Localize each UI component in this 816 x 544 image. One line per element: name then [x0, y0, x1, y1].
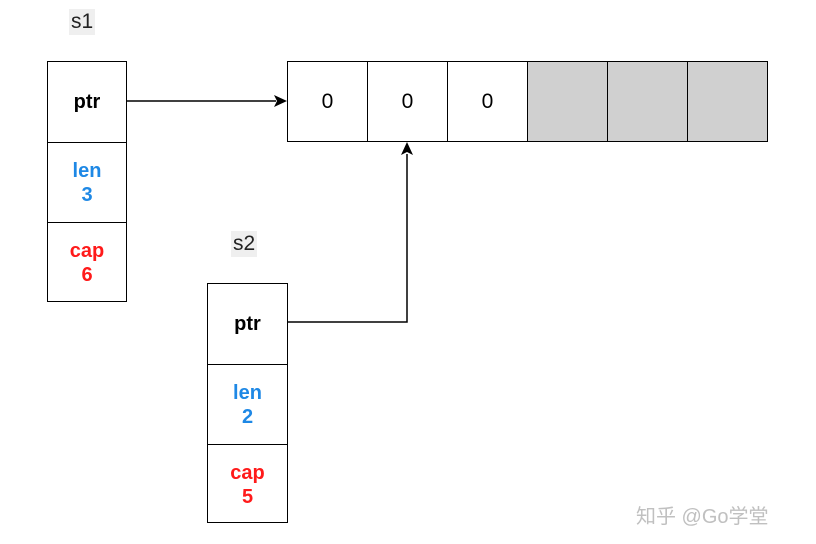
- array-cell-2: 0: [448, 62, 528, 141]
- array-cell-4: [608, 62, 688, 141]
- s1-ptr-label: ptr: [73, 91, 101, 113]
- s1-ptr-arrow: [127, 95, 287, 107]
- s1-ptr-cell: ptr: [48, 62, 126, 142]
- s1-len-label: len: [72, 159, 102, 182]
- watermark: 知乎 @Go学堂: [636, 506, 769, 528]
- s2-struct: ptr len 2 cap 5: [207, 283, 288, 523]
- s2-cap-value: 5: [241, 485, 254, 508]
- underlying-array: 0 0 0: [287, 61, 768, 142]
- s2-cap-cell: cap 5: [208, 444, 287, 524]
- array-cell-5: [688, 62, 767, 141]
- s2-label: s2: [231, 231, 258, 257]
- array-cell-1: 0: [368, 62, 448, 141]
- s2-len-label: len: [233, 381, 262, 404]
- array-cell-3: [528, 62, 608, 141]
- s2-len-value: 2: [241, 405, 254, 428]
- s2-ptr-label: ptr: [234, 313, 261, 335]
- s1-struct: ptr len 3 cap 6: [47, 61, 127, 302]
- s2-ptr-cell: ptr: [208, 284, 287, 364]
- s1-cap-value: 6: [81, 263, 93, 286]
- s2-ptr-arrow: [288, 142, 413, 323]
- s2-len-cell: len 2: [208, 364, 287, 444]
- s1-len-value: 3: [81, 183, 93, 206]
- array-cell-0: 0: [288, 62, 368, 141]
- s1-cap-cell: cap 6: [48, 222, 126, 302]
- s2-cap-label: cap: [230, 461, 265, 484]
- s1-cap-label: cap: [69, 239, 105, 262]
- s1-len-cell: len 3: [48, 142, 126, 222]
- s1-label: s1: [69, 9, 96, 35]
